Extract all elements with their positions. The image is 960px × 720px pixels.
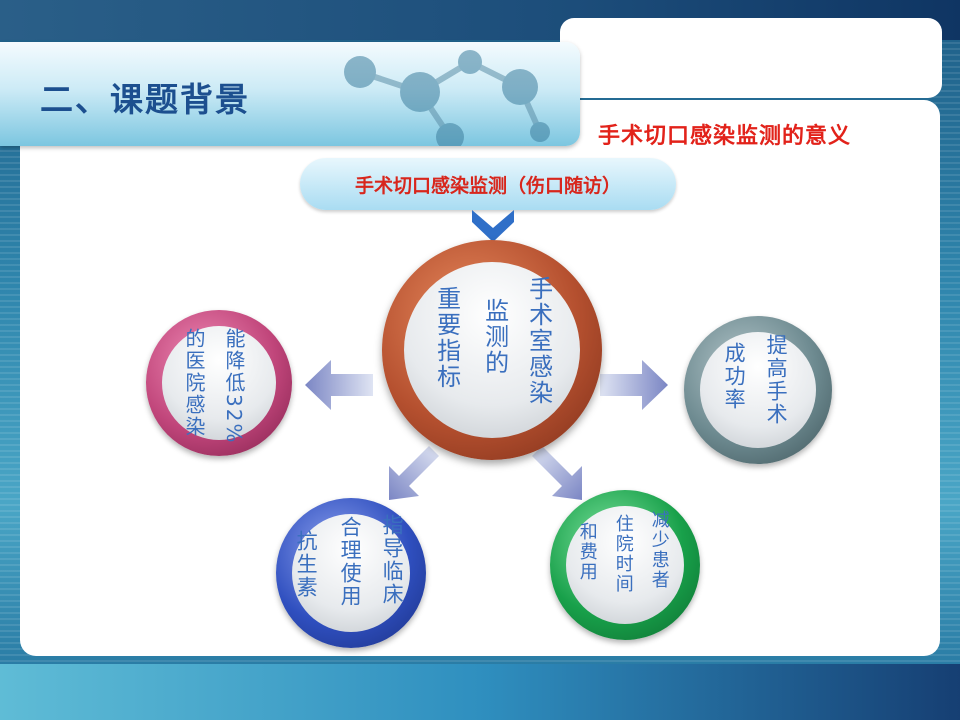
right-circle bbox=[684, 316, 832, 464]
center-text-col2: 监测的 bbox=[480, 298, 509, 376]
left-text-col1: 能降低32% bbox=[222, 328, 246, 445]
left-text-col2: 的医院感染 bbox=[182, 328, 206, 438]
bottom-right-text-col2: 住院时间 bbox=[612, 514, 634, 594]
bottom-right-text-col1: 减少患者 bbox=[648, 510, 670, 590]
topic-pill-text: 手术切口感染监测（伤口随访） bbox=[354, 174, 621, 197]
center-circle bbox=[382, 240, 602, 460]
bottom-right-circle bbox=[550, 490, 700, 640]
arrow-down-right-icon bbox=[532, 446, 582, 500]
bottom-left-text-col1: 指导临床 bbox=[380, 514, 405, 606]
topic-pill: 手术切口感染监测（伤口随访） bbox=[300, 158, 676, 210]
bottom-left-text-col3: 抗生素 bbox=[294, 530, 319, 599]
bottom-right-inner bbox=[566, 506, 684, 624]
arrow-down-left-icon bbox=[389, 446, 439, 500]
bottom-left-circle bbox=[276, 498, 426, 648]
right-inner bbox=[700, 332, 816, 448]
title-banner bbox=[0, 42, 580, 146]
arrow-right-icon bbox=[600, 360, 668, 410]
center-text-col3: 重要指标 bbox=[432, 286, 461, 390]
header-right-panel bbox=[560, 18, 942, 98]
right-text-col1: 提高手术 bbox=[764, 334, 789, 426]
right-text-col2: 成功率 bbox=[722, 342, 747, 411]
center-text-col1: 手术室感染 bbox=[524, 276, 553, 406]
left-inner bbox=[162, 326, 276, 440]
bottom-band bbox=[0, 664, 960, 720]
arrow-left-icon bbox=[305, 360, 373, 410]
molecule-decoration bbox=[344, 50, 550, 146]
bottom-right-text-col3: 和费用 bbox=[576, 522, 598, 582]
bottom-left-text-col2: 合理使用 bbox=[338, 516, 363, 608]
chevron-down-icon bbox=[472, 210, 514, 242]
center-inner bbox=[404, 262, 580, 438]
bottom-left-inner bbox=[292, 514, 410, 632]
subtitle: 手术切口感染监测的意义 bbox=[598, 124, 852, 149]
left-circle bbox=[146, 310, 292, 456]
slide-title: 二、课题背景 bbox=[40, 80, 250, 119]
